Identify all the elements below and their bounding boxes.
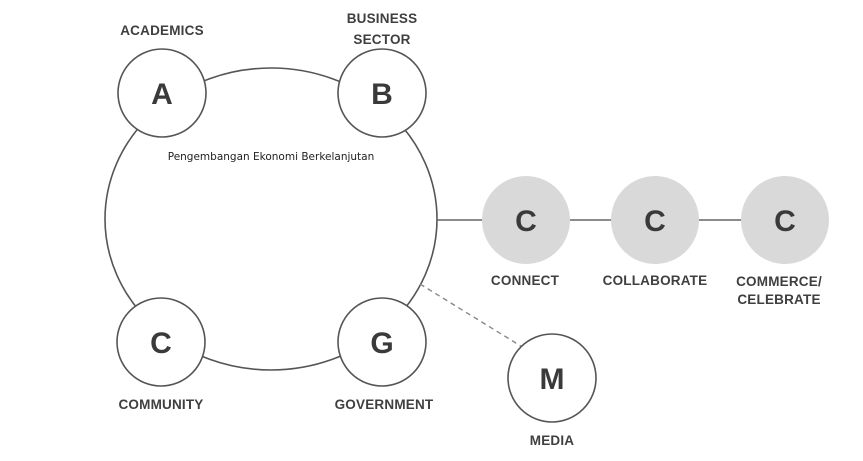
node-commerce-celebrate: C COMMERCE/ CELEBRATE bbox=[736, 176, 829, 307]
commerce-circle bbox=[741, 176, 829, 264]
media-circle bbox=[507, 333, 597, 423]
media-letter: M bbox=[540, 363, 565, 396]
node-community: C COMMUNITY bbox=[116, 297, 206, 412]
node-connect: C CONNECT bbox=[482, 176, 570, 288]
commerce-letter: C bbox=[774, 205, 796, 238]
government-letter: G bbox=[370, 327, 393, 360]
commerce-label-line1: COMMERCE/ bbox=[736, 274, 822, 289]
center-label: Pengembangan Ekonomi Berkelanjutan bbox=[168, 151, 375, 163]
commerce-label-line2: CELEBRATE bbox=[737, 292, 820, 307]
community-circle bbox=[116, 297, 206, 387]
academics-letter: A bbox=[151, 78, 173, 111]
government-label: GOVERNMENT bbox=[335, 397, 434, 412]
node-business-sector: B BUSINESS SECTOR bbox=[337, 11, 427, 138]
node-collaborate: C COLLABORATE bbox=[603, 176, 708, 288]
academics-circle bbox=[117, 48, 207, 138]
community-label: COMMUNITY bbox=[118, 397, 203, 412]
node-media: M MEDIA bbox=[507, 333, 597, 448]
collaborate-circle bbox=[611, 176, 699, 264]
node-government: G GOVERNMENT bbox=[335, 297, 434, 412]
government-circle bbox=[337, 297, 427, 387]
community-letter: C bbox=[150, 327, 172, 360]
collaborate-letter: C bbox=[644, 205, 666, 238]
academics-label: ACADEMICS bbox=[120, 23, 204, 38]
business-circle bbox=[337, 48, 427, 138]
collaborate-label: COLLABORATE bbox=[603, 273, 708, 288]
business-letter: B bbox=[371, 78, 393, 111]
connect-circle bbox=[482, 176, 570, 264]
connector-ring-to-media bbox=[419, 283, 525, 349]
connect-label: CONNECT bbox=[491, 273, 560, 288]
connect-letter: C bbox=[515, 205, 537, 238]
helix-ring bbox=[104, 67, 438, 371]
node-academics: A ACADEMICS bbox=[117, 23, 207, 138]
media-label: MEDIA bbox=[530, 433, 575, 448]
business-label-line1: BUSINESS bbox=[347, 11, 418, 26]
business-label-line2: SECTOR bbox=[353, 32, 410, 47]
